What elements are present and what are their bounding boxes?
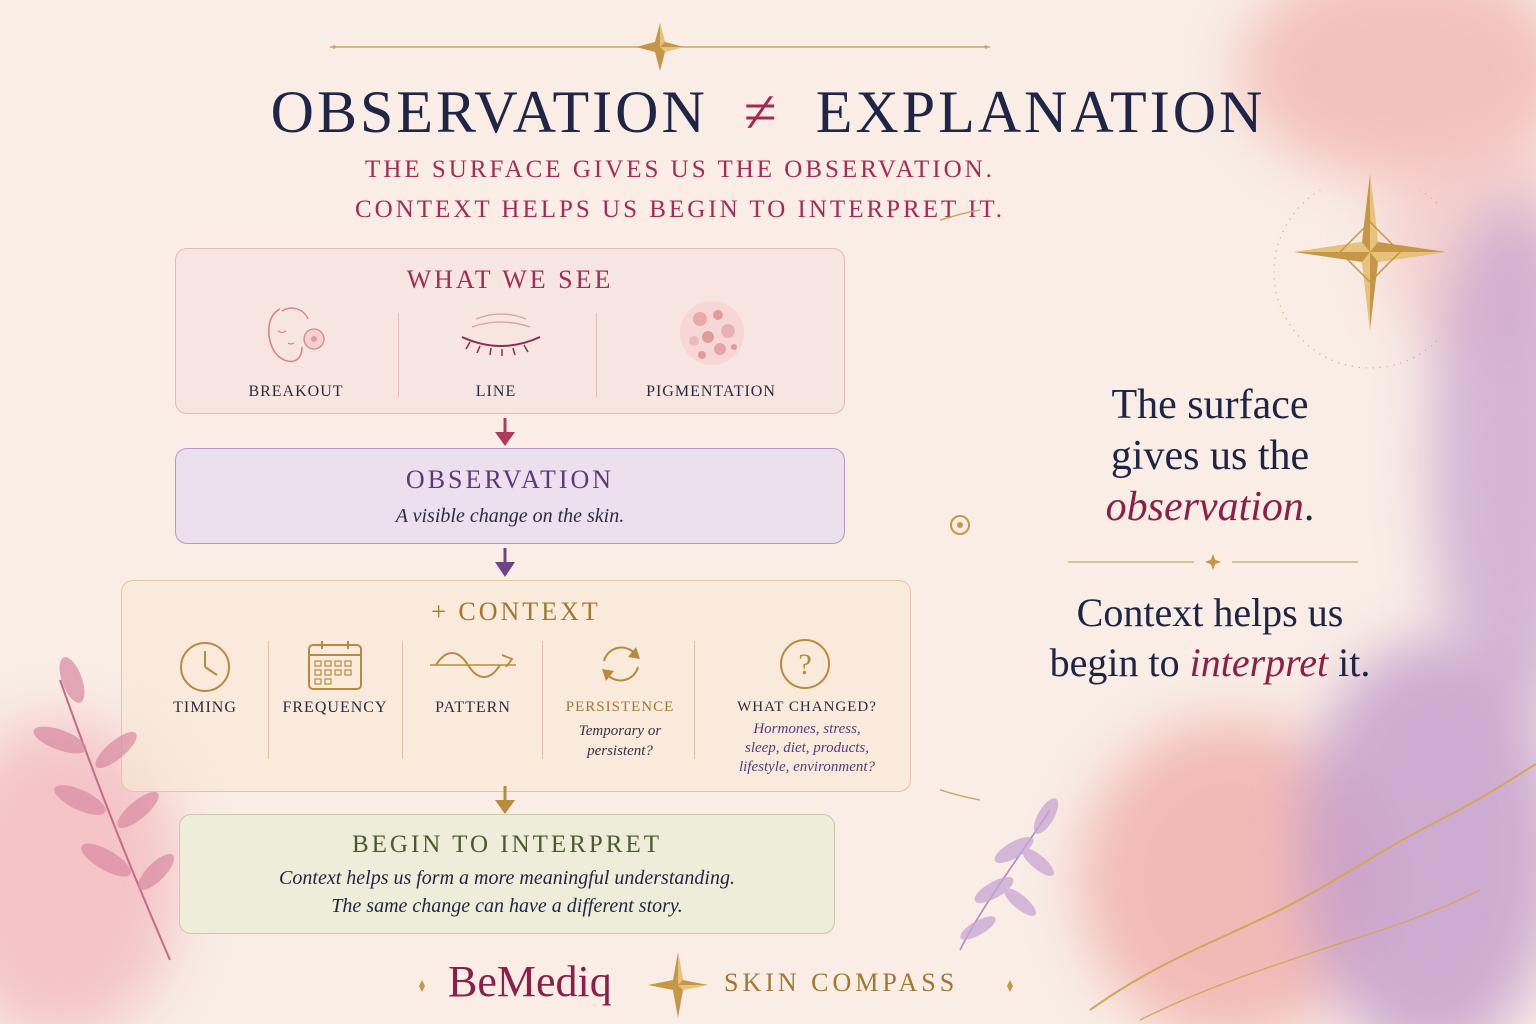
title-explanation: EXPLANATION — [815, 79, 1266, 145]
pattern-label: PATTERN — [435, 699, 511, 716]
side-line: begin to — [1049, 640, 1190, 685]
top-ornament — [330, 23, 990, 71]
divider — [542, 641, 543, 759]
side-line-end: it. — [1328, 640, 1371, 685]
compass-arc — [940, 190, 1440, 801]
leaf-branch-decoration — [959, 798, 1059, 951]
leaf-branch-decoration — [33, 657, 175, 961]
what-we-see-panel: WHAT WE SEE BREAKOUT LINE PIGMENTATION — [175, 248, 845, 414]
question-icon: ? — [780, 639, 830, 689]
observation-text: A visible change on the skin. — [395, 505, 625, 527]
product-name: SKIN COMPASS — [724, 968, 959, 997]
pigment-dots-icon — [680, 301, 744, 365]
arrow-down-icon — [495, 786, 515, 814]
face-icon — [267, 307, 325, 363]
subtitle-line-2: CONTEXT HELPS US BEGIN TO INTERPRET IT. — [354, 196, 1006, 223]
side-accent-observation: observation — [1105, 484, 1304, 530]
title-observation: OBSERVATION — [270, 79, 708, 145]
pigmentation-label: PIGMENTATION — [646, 383, 776, 400]
persistence-note-1: Temporary or — [578, 723, 662, 739]
divider — [694, 641, 695, 759]
persistence-note-2: persistent? — [587, 743, 653, 759]
interpret-line-2: The same change can have a different sto… — [331, 895, 683, 917]
calendar-icon — [308, 641, 362, 690]
compass-star-icon — [636, 23, 684, 71]
interpret-panel: BEGIN TO INTERPRET Context helps us form… — [179, 814, 835, 934]
context-panel: + CONTEXT TIMING FREQUENCY PATTERN PERS — [121, 580, 911, 792]
side-statement-1: The surface gives us the observation. — [1020, 380, 1400, 533]
closed-eye-icon — [461, 313, 541, 356]
what-changed-note-3: lifestyle, environment? — [738, 759, 876, 775]
observation-title: OBSERVATION — [405, 465, 615, 494]
side-statement-2: Context helps us begin to interpret it. — [1000, 588, 1420, 688]
context-title: + CONTEXT — [431, 597, 601, 626]
interpret-line-1: Context helps us form a more meaningful … — [279, 867, 735, 889]
brand-logo: BeMediq — [448, 957, 612, 1006]
not-equal-symbol: ≠ — [743, 79, 780, 145]
footer-diamond-icon — [1007, 980, 1013, 992]
divider — [402, 641, 403, 759]
timing-label: TIMING — [173, 699, 237, 716]
what-changed-note-1: Hormones, stress, — [753, 721, 861, 737]
compass-star-icon — [648, 952, 708, 1018]
wave-icon — [430, 652, 516, 678]
side-divider — [1068, 554, 1358, 570]
arrow-down-icon — [495, 548, 515, 577]
side-line: The surface — [1111, 382, 1309, 428]
side-line: Context helps us — [1076, 590, 1344, 635]
clock-icon — [180, 642, 230, 692]
cycle-icon — [602, 646, 640, 682]
side-period: . — [1303, 484, 1315, 530]
what-we-see-title: WHAT WE SEE — [406, 265, 614, 294]
persistence-label: PERSISTENCE — [565, 699, 675, 715]
arrow-down-icon — [495, 418, 515, 446]
what-changed-note-2: sleep, diet, products, — [744, 740, 869, 756]
line-label: LINE — [475, 383, 517, 400]
frequency-label: FREQUENCY — [282, 699, 388, 716]
subtitle-line-1: THE SURFACE GIVES US THE OBSERVATION. — [365, 156, 995, 183]
interpret-title: BEGIN TO INTERPRET — [351, 831, 663, 858]
divider — [398, 313, 399, 397]
breakout-label: BREAKOUT — [248, 383, 344, 400]
side-line: gives us the — [1110, 433, 1310, 479]
page-title: OBSERVATION ≠ EXPLANATION — [0, 78, 1536, 148]
what-changed-label: WHAT CHANGED? — [737, 699, 877, 715]
svg-text:?: ? — [798, 648, 811, 681]
divider — [268, 641, 269, 759]
side-accent-interpret: interpret — [1189, 640, 1329, 685]
observation-panel: OBSERVATION A visible change on the skin… — [175, 448, 845, 544]
compass-star-icon — [1294, 174, 1446, 330]
gold-vein-decoration — [1089, 763, 1536, 1021]
divider — [596, 313, 597, 397]
footer-diamond-icon — [419, 980, 425, 992]
